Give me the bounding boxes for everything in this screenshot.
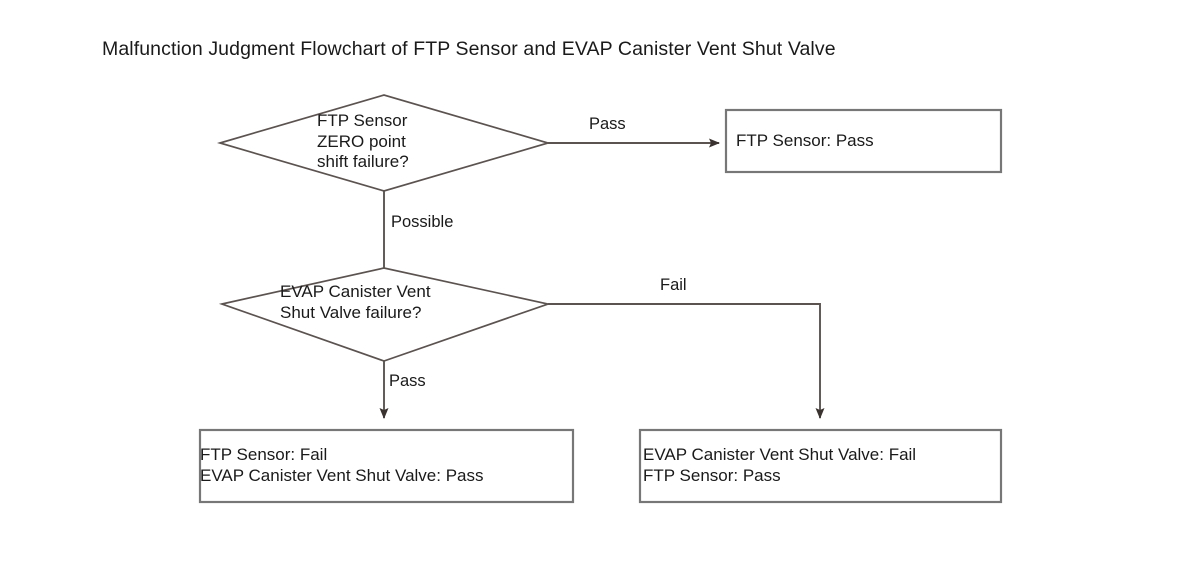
edge-evap-fail-line xyxy=(548,303,825,419)
result-evap-fail-ftp-pass-label: EVAP Canister Vent Shut Valve: Fail FTP … xyxy=(643,445,917,485)
result-ftp-pass-shape xyxy=(724,108,1003,174)
page-title: Malfunction Judgment Flowchart of FTP Se… xyxy=(102,38,836,60)
edge-label-ftp-possible: Possible xyxy=(391,213,454,231)
edge-label-evap-pass: Pass xyxy=(389,372,426,390)
decision-evap-valve-label: EVAP Canister Vent Shut Valve failure? xyxy=(280,282,431,322)
decision-ftp-sensor-label: FTP Sensor ZERO point shift failure? xyxy=(317,111,409,171)
edge-label-ftp-pass: Pass xyxy=(589,115,626,133)
result-ftp-fail-evap-pass-shape xyxy=(198,428,575,504)
edge-label-evap-fail: Fail xyxy=(660,276,687,294)
result-ftp-pass-label: FTP Sensor: Pass xyxy=(736,131,874,150)
result-evap-fail-ftp-pass-shape xyxy=(638,428,1003,504)
result-ftp-fail-evap-pass-label: FTP Sensor: Fail EVAP Canister Vent Shut… xyxy=(200,445,484,485)
